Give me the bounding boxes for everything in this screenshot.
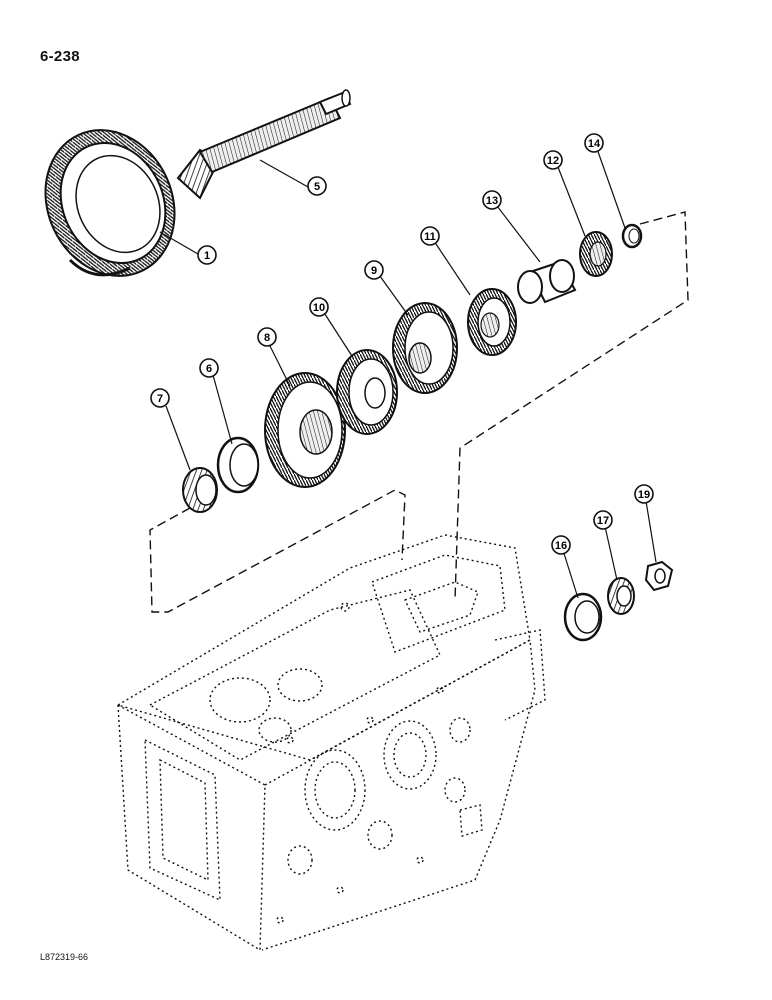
nut-19 <box>644 560 674 592</box>
gear-11 <box>467 288 517 356</box>
callout-circle <box>199 358 219 378</box>
callout-circle <box>307 176 327 196</box>
callout-label: 8 <box>264 332 270 344</box>
callouts: 1 5 6 7 8 9 10 11 12 13 14 16 17 19 <box>150 133 654 555</box>
page-number: 6-238 <box>40 48 80 65</box>
callout-17: 17 <box>593 510 613 530</box>
callout-label: 13 <box>486 195 498 207</box>
bearing-cone-7 <box>182 467 218 513</box>
callout-7: 7 <box>150 388 170 408</box>
callout-10: 10 <box>309 297 329 317</box>
callout-16: 16 <box>551 535 571 555</box>
callout-label: 9 <box>371 265 377 277</box>
bearing-cone-17 <box>607 577 635 615</box>
leader-lines <box>159 145 657 599</box>
callout-19: 19 <box>634 484 654 504</box>
gear-12 <box>579 231 613 277</box>
callout-label: 7 <box>157 393 163 405</box>
callout-circle <box>634 484 654 504</box>
callout-circle <box>584 133 604 153</box>
callout-14: 14 <box>584 133 604 153</box>
callout-5: 5 <box>307 176 327 196</box>
callout-circle <box>150 388 170 408</box>
gear-10 <box>336 349 398 435</box>
callout-label: 17 <box>597 515 609 527</box>
callout-circle <box>593 510 613 530</box>
callout-8: 8 <box>257 327 277 347</box>
spacer-13 <box>517 259 577 304</box>
callout-label: 6 <box>206 363 212 375</box>
callout-circle <box>482 190 502 210</box>
callout-label: 14 <box>588 138 601 150</box>
callout-label: 1 <box>204 250 210 262</box>
callout-label: 11 <box>424 231 436 243</box>
callout-label: 12 <box>547 155 559 167</box>
bearing-cup-16 <box>563 592 603 642</box>
callout-circle <box>551 535 571 555</box>
callout-6: 6 <box>199 358 219 378</box>
callout-label: 19 <box>638 489 650 501</box>
callout-circle <box>420 226 440 246</box>
callout-12: 12 <box>543 150 563 170</box>
figure-code: L872319-66 <box>40 952 89 962</box>
callout-circle <box>543 150 563 170</box>
callout-label: 16 <box>555 540 567 552</box>
callout-circle <box>309 297 329 317</box>
pinion-shaft-part <box>176 89 352 200</box>
callout-circle <box>257 327 277 347</box>
assembly-path-lines <box>149 211 689 613</box>
callout-label: 10 <box>313 302 325 314</box>
callout-13: 13 <box>482 190 502 210</box>
callout-label: 5 <box>314 181 320 193</box>
callout-circle <box>197 245 217 265</box>
ring-gear-part <box>44 129 176 277</box>
callout-9: 9 <box>364 260 384 280</box>
snap-ring-14 <box>621 223 643 249</box>
bearing-cup-6 <box>216 436 260 494</box>
transmission-housing <box>116 534 546 952</box>
gear-8 <box>264 372 346 488</box>
callout-circle <box>364 260 384 280</box>
callout-1: 1 <box>197 245 217 265</box>
callout-11: 11 <box>420 226 440 246</box>
gear-9 <box>392 302 458 394</box>
